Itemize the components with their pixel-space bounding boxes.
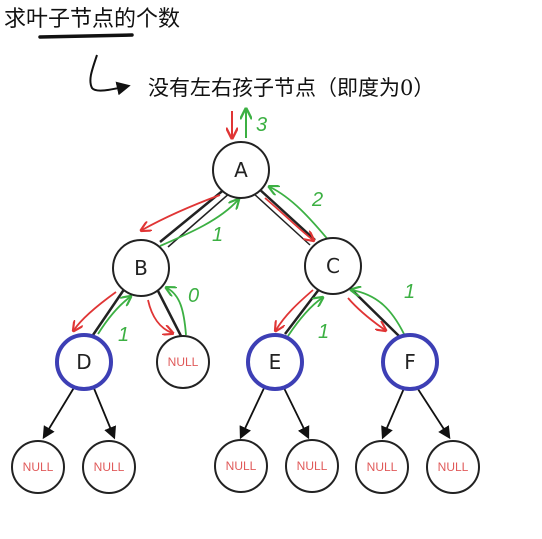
- node-f: F: [381, 333, 439, 391]
- node-e: E: [246, 333, 304, 391]
- green-arrow-f-c: [352, 290, 405, 335]
- null-edges: [42, 385, 451, 440]
- red-arrow-c-e: [276, 289, 314, 330]
- green-arrow-null-b: [167, 288, 187, 336]
- null-node-b-right: NULL: [156, 335, 210, 389]
- null-label: NULL: [94, 460, 125, 474]
- root-count-label: 3: [256, 114, 267, 136]
- null-label: NULL: [23, 460, 54, 474]
- node-c-label: C: [326, 254, 340, 278]
- count-label-null-b: 0: [188, 285, 199, 307]
- node-b: B: [112, 239, 170, 297]
- green-arrow-b-a: [159, 200, 238, 247]
- count-label-e-c: 1: [318, 321, 329, 343]
- edge-b-d: [91, 287, 127, 336]
- node-a-label: A: [234, 158, 248, 182]
- green-return-arrows: [97, 187, 405, 337]
- edge-a-c: [257, 187, 316, 241]
- null-label: NULL: [297, 459, 328, 473]
- node-b-label: B: [134, 256, 148, 280]
- red-arrow-b-null: [147, 299, 172, 333]
- null-node-f-left: NULL: [355, 440, 409, 494]
- node-d: D: [55, 333, 113, 391]
- null-label: NULL: [226, 459, 257, 473]
- red-arrow-a-c: [264, 197, 313, 240]
- edge-a-c-inner: [252, 192, 311, 246]
- count-label-d-b: 1: [118, 324, 129, 346]
- null-label: NULL: [168, 355, 199, 369]
- green-arrow-d-b: [97, 297, 130, 335]
- definition-note: 没有左右孩子节点（即度为0）: [148, 76, 434, 100]
- count-label-c-a: 2: [311, 189, 323, 211]
- count-label-b-a: 1: [212, 224, 223, 246]
- node-c: C: [304, 237, 362, 295]
- title-underline: [38, 33, 134, 39]
- null-node-d-left: NULL: [11, 440, 65, 494]
- node-d-label: D: [76, 350, 91, 374]
- red-arrow-c-f: [347, 297, 385, 330]
- null-node-e-right: NULL: [285, 439, 339, 493]
- page-title: 求叶子节点的个数: [4, 7, 180, 32]
- edge-f-null-left: [381, 385, 406, 440]
- edge-d-null-left: [42, 385, 76, 440]
- red-arrow-b-d: [74, 291, 117, 330]
- null-label: NULL: [367, 460, 398, 474]
- red-traversal-arrows: [74, 194, 385, 333]
- green-arrow-c-a: [270, 187, 331, 243]
- node-f-label: F: [404, 350, 416, 374]
- red-arrow-a-b: [142, 194, 221, 230]
- null-node-f-right: NULL: [426, 440, 480, 494]
- edge-f-null-right: [415, 385, 451, 440]
- count-label-f-c: 1: [404, 281, 415, 303]
- edge-d-null-right: [92, 385, 116, 440]
- edge-c-f: [349, 287, 400, 337]
- edge-e-null-left: [239, 385, 266, 440]
- node-a: A: [212, 141, 270, 199]
- edge-e-null-right: [282, 385, 310, 440]
- node-e-label: E: [269, 350, 282, 374]
- edge-b-null: [155, 288, 183, 337]
- green-arrow-e-c: [287, 298, 322, 337]
- null-node-e-left: NULL: [214, 439, 268, 493]
- null-label: NULL: [438, 460, 469, 474]
- hook-arrow-icon: [89, 54, 131, 96]
- null-node-d-right: NULL: [82, 440, 136, 494]
